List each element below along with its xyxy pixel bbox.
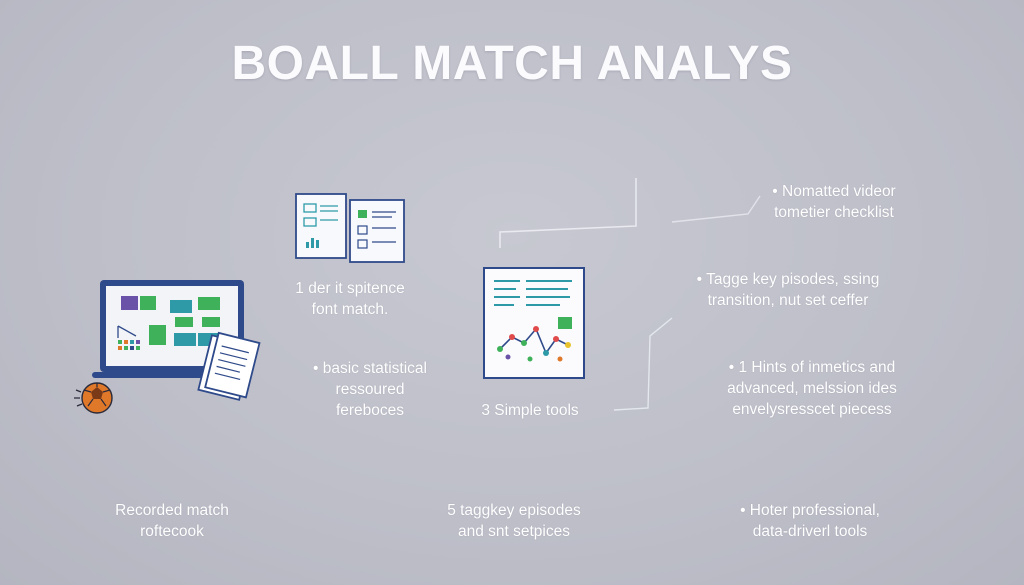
connector-right-top <box>671 195 761 223</box>
bottom-left-caption: Recorded match roftecook <box>115 502 229 540</box>
connector-top <box>499 178 637 248</box>
football-icon <box>74 382 113 414</box>
bottom-right-caption: • Hoter professional, data-driverl tools <box>740 502 880 540</box>
notepad-icon <box>197 331 261 401</box>
page-title: BOALL MATCH ANALYS <box>231 37 793 90</box>
right-item-1: • Nomatted videor tometier checklist <box>772 183 896 221</box>
connector-middle <box>613 317 673 411</box>
documents-icon <box>295 193 405 263</box>
step3-label: 3 Simple tools <box>481 402 579 419</box>
step1-text: 1 der it spitence font match. <box>295 280 405 318</box>
bottom-middle-caption: 5 taggkey episodes and snt setpices <box>447 502 581 540</box>
right-item-2: • Tagge key pisodes, ssing transition, n… <box>696 271 880 309</box>
right-item-3: • 1 Hints of inmetics and advanced, mels… <box>727 359 897 418</box>
step2-text: • basic statistical ressoured fereboces <box>313 360 427 419</box>
report-chart-icon <box>483 267 585 379</box>
